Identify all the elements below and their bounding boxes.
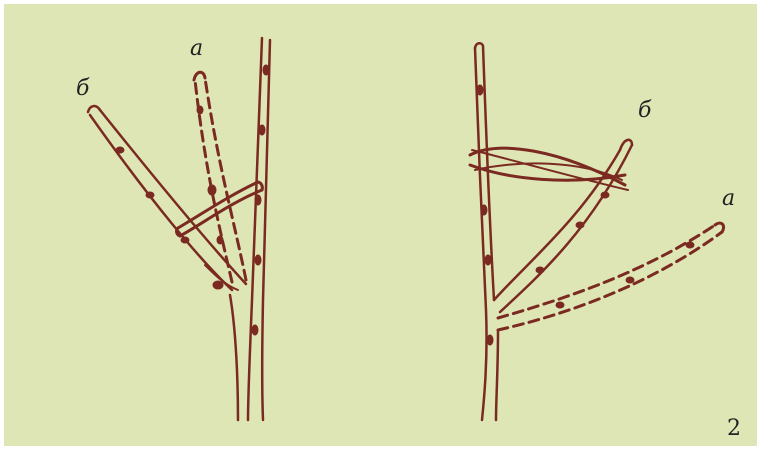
figure-number: 2 bbox=[727, 418, 741, 440]
right-label-a: а bbox=[722, 188, 735, 210]
right-label-b: б bbox=[638, 100, 651, 122]
right-branch-a-dashed bbox=[498, 225, 715, 318]
left-label-a: а bbox=[190, 38, 203, 60]
left-label-b: б bbox=[76, 78, 89, 100]
